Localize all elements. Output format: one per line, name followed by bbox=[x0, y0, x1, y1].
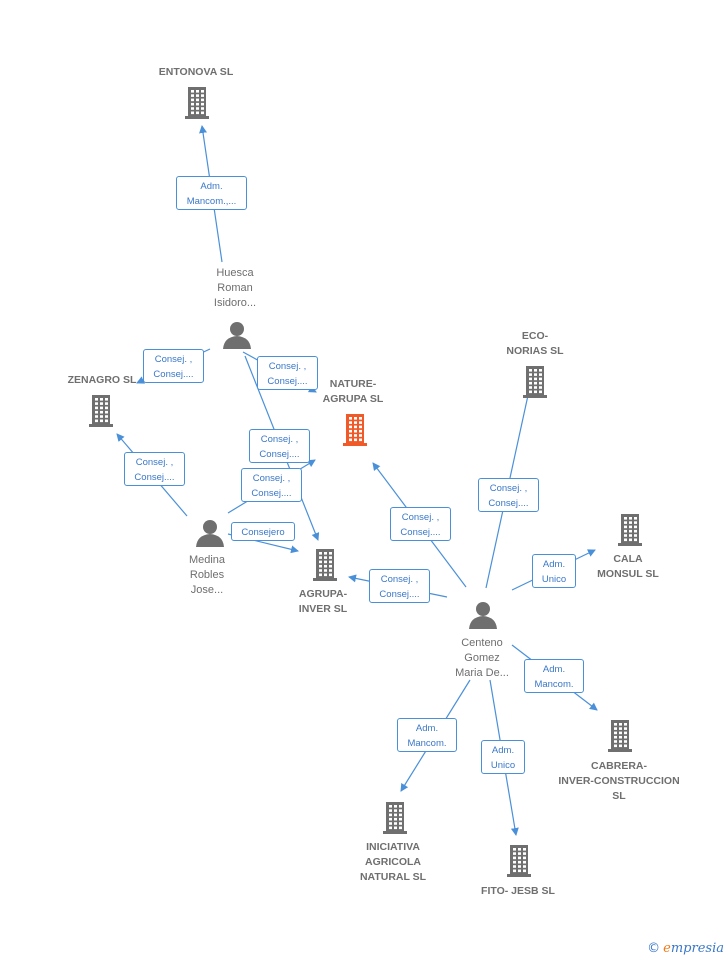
edge-label-centeno-eco-norias[interactable]: Consej. , Consej.... bbox=[478, 478, 539, 512]
node-label-nature-agrupa[interactable]: NATURE- AGRUPA SL bbox=[322, 378, 384, 405]
copyright-symbol: © bbox=[647, 941, 661, 956]
building-icon-iniciativa[interactable] bbox=[383, 802, 407, 834]
edge-label-centeno-cala-monsul[interactable]: Adm. Unico bbox=[532, 554, 576, 588]
edge-label-huesca-entonova[interactable]: Adm. Mancom.,... bbox=[176, 176, 247, 210]
edge-label-huesca-nature-agrupa[interactable]: Consej. , Consej.... bbox=[257, 356, 318, 390]
building-icon-nature-agrupa[interactable] bbox=[343, 414, 367, 446]
node-label-entonova[interactable]: ENTONOVA SL bbox=[158, 66, 234, 78]
edge-label-medina-zenagro[interactable]: Consej. , Consej.... bbox=[124, 452, 185, 486]
edge-label-centeno-iniciativa[interactable]: Adm. Mancom. bbox=[397, 718, 457, 752]
node-label-huesca[interactable]: Huesca Roman Isidoro... bbox=[213, 267, 257, 309]
building-icon-cala-monsul[interactable] bbox=[618, 514, 642, 546]
edge-label-medina-agrupa-inver[interactable]: Consejero bbox=[231, 522, 295, 541]
node-label-fito-jesb[interactable]: FITO- JESB SL bbox=[481, 885, 555, 897]
edge-label-centeno-cabrera[interactable]: Adm. Mancom. bbox=[524, 659, 584, 693]
brand-watermark: ©empresia bbox=[647, 941, 724, 956]
building-icon-fito-jesb[interactable] bbox=[507, 845, 531, 877]
node-label-zenagro[interactable]: ZENAGRO SL bbox=[67, 374, 137, 386]
node-label-iniciativa[interactable]: INICIATIVA AGRICOLA NATURAL SL bbox=[359, 841, 427, 883]
edge-label-huesca-zenagro[interactable]: Consej. , Consej.... bbox=[143, 349, 204, 383]
brand-first-letter: e bbox=[663, 941, 671, 956]
brand-name: mpresia bbox=[670, 941, 724, 956]
node-label-medina[interactable]: Medina Robles Jose... bbox=[188, 554, 226, 596]
person-icon-centeno[interactable] bbox=[469, 602, 497, 629]
building-icon-cabrera[interactable] bbox=[608, 720, 632, 752]
edge-label-huesca-agrupa-inver[interactable]: Consej. , Consej.... bbox=[249, 429, 310, 463]
person-icon-huesca[interactable] bbox=[223, 322, 251, 349]
node-label-cabrera[interactable]: CABRERA- INVER-CONSTRUCCION SL bbox=[558, 760, 680, 802]
node-label-cala-monsul[interactable]: CALA MONSUL SL bbox=[597, 553, 659, 580]
edge-label-centeno-agrupa-inver[interactable]: Consej. , Consej.... bbox=[369, 569, 430, 603]
node-label-agrupa-inver[interactable]: AGRUPA- INVER SL bbox=[298, 588, 348, 615]
building-icon-zenagro[interactable] bbox=[89, 395, 113, 427]
edge-label-centeno-nature-agrupa[interactable]: Consej. , Consej.... bbox=[390, 507, 451, 541]
icons-layer bbox=[89, 87, 642, 877]
edge-label-medina-nature-agrupa[interactable]: Consej. , Consej.... bbox=[241, 468, 302, 502]
building-icon-eco-norias[interactable] bbox=[523, 366, 547, 398]
person-icon-medina[interactable] bbox=[196, 520, 224, 547]
building-icon-agrupa-inver[interactable] bbox=[313, 549, 337, 581]
node-label-centeno[interactable]: Centeno Gomez Maria De... bbox=[455, 637, 509, 679]
edge-label-centeno-fito-jesb[interactable]: Adm. Unico bbox=[481, 740, 525, 774]
node-label-eco-norias[interactable]: ECO- NORIAS SL bbox=[506, 330, 564, 357]
building-icon-entonova[interactable] bbox=[185, 87, 209, 119]
